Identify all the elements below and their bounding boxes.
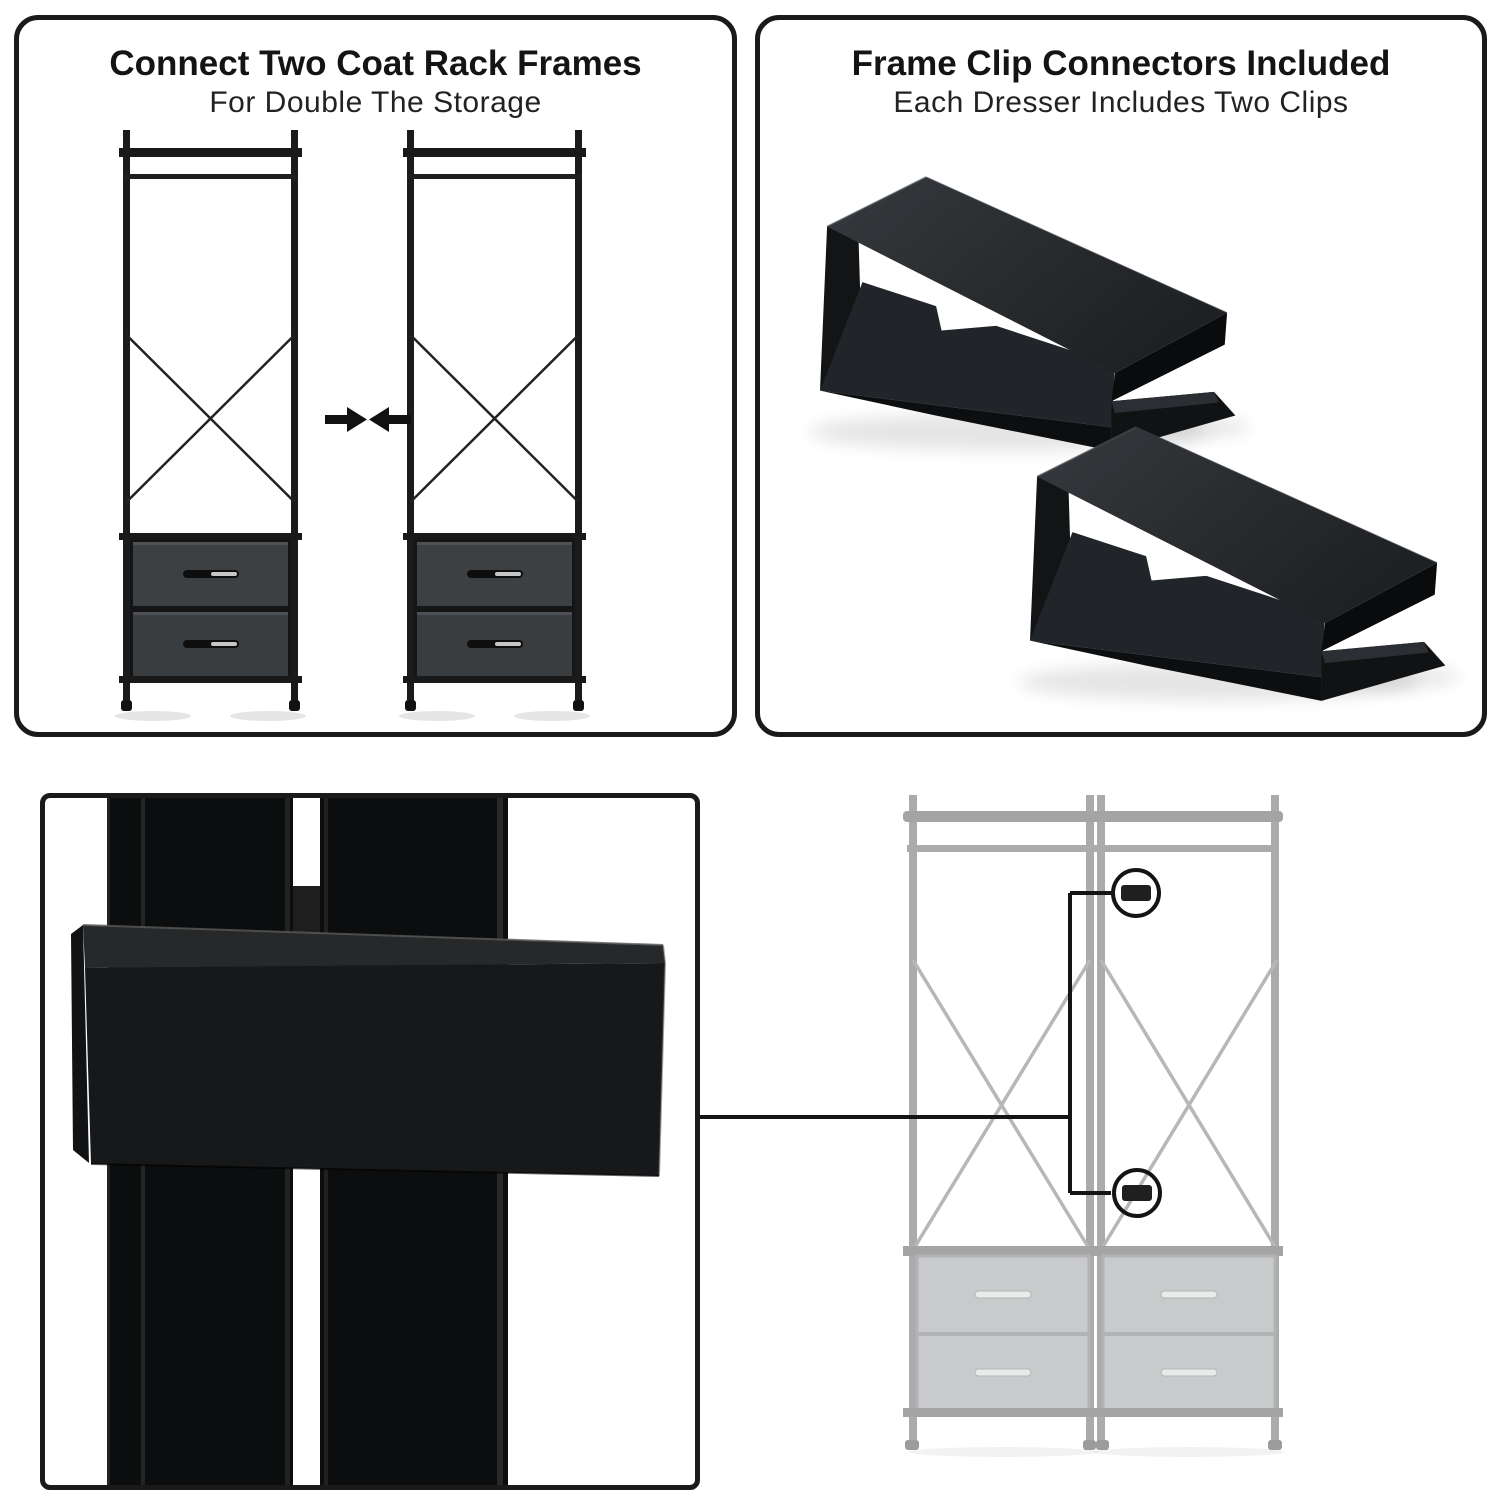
panel-clip-connectors-header: Frame Clip Connectors Included Each Dres… <box>760 20 1482 121</box>
coat-rack-frame-right <box>397 128 592 723</box>
clip-marker-bottom <box>1122 1185 1152 1201</box>
frame-clip-connector-closeup <box>71 924 667 1177</box>
panel-subtitle: For Double The Storage <box>209 86 542 119</box>
clip-connectors-illustration <box>760 20 1482 732</box>
connected-racks-callout-diagram <box>700 795 1284 1457</box>
frame-clip-connector-2 <box>1018 427 1460 701</box>
connected-rack-faded-diagram <box>903 795 1284 1457</box>
clip-closeup-photo <box>71 798 667 1485</box>
callout-line <box>700 891 1112 1195</box>
merge-arrows-icon <box>325 407 411 432</box>
drawer-handles-faded <box>974 1290 1218 1377</box>
clip-location-marker-bottom <box>1112 1168 1162 1218</box>
coat-rack-frame-left <box>113 128 308 723</box>
panel-connect-frames-header: Connect Two Coat Rack Frames For Double … <box>19 20 732 121</box>
panel-clip-connectors: Frame Clip Connectors Included Each Dres… <box>755 15 1487 737</box>
frame-clip-connector-1 <box>808 177 1250 451</box>
clip-location-marker-top <box>1111 868 1161 918</box>
panel-clip-closeup <box>40 793 700 1490</box>
coat-rack-frames-diagram <box>113 128 592 723</box>
clip-marker-top <box>1121 885 1151 901</box>
clip-location-callout <box>700 868 1162 1218</box>
panel-title: Frame Clip Connectors Included <box>851 44 1391 83</box>
x-braces-faded <box>911 959 1279 1251</box>
panel-connect-frames: Connect Two Coat Rack Frames For Double … <box>14 15 737 737</box>
panel-title: Connect Two Coat Rack Frames <box>109 44 642 83</box>
panel-subtitle: Each Dresser Includes Two Clips <box>893 86 1349 119</box>
